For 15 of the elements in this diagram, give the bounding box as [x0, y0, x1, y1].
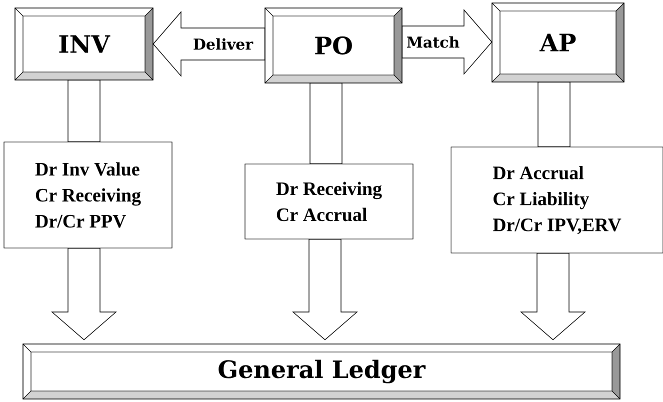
journal-entry-box: Dr Accrual Cr Liability Dr/Cr IPV,ERV: [450, 146, 663, 254]
edge-label: Deliver: [192, 38, 254, 50]
connector-stem: [538, 82, 570, 148]
connector-stem: [310, 82, 342, 164]
connector-stem: [68, 80, 100, 142]
module-box: AP: [492, 2, 624, 82]
ledger-bar: General Ledger: [22, 344, 620, 400]
block-arrow: [520, 252, 586, 340]
module-box: INV: [14, 8, 154, 80]
journal-entry-box: Dr Inv Value Cr Receiving Dr/Cr PPV: [4, 142, 172, 248]
journal-entry-box: Dr Receiving Cr Accrual: [244, 164, 414, 240]
edge-label: Match: [406, 36, 460, 48]
block-arrow: [51, 248, 117, 340]
block-arrow: [292, 238, 358, 340]
module-box: PO: [264, 8, 402, 84]
